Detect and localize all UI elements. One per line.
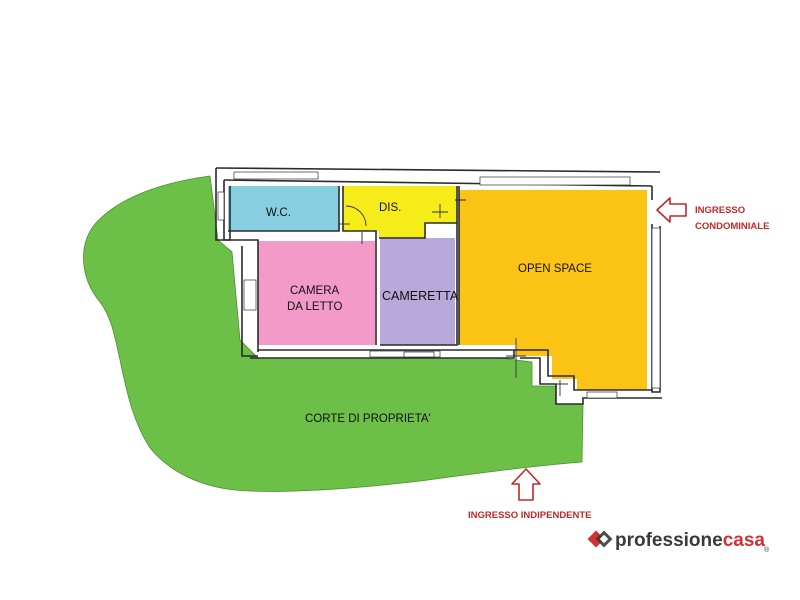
doors <box>338 204 568 396</box>
callout-ingresso-condominiale-line1: INGRESSO <box>695 205 745 216</box>
logo-text-part1: professione <box>615 530 723 551</box>
label-corte: CORTE DI PROPRIETA' <box>305 413 431 425</box>
logo-text: professionecasa <box>615 530 765 551</box>
professionecasa-logo-icon <box>587 530 613 548</box>
callout-ingresso-indipendente: INGRESSO INDIPENDENTE <box>468 510 592 521</box>
label-open-space: OPEN SPACE <box>518 263 592 275</box>
room-wc <box>228 186 339 231</box>
logo-registered-mark: ® <box>764 546 770 554</box>
logo-text-part2: casa <box>723 530 766 551</box>
windows <box>217 171 661 399</box>
arrow-left-icon <box>656 197 687 223</box>
label-cameretta: CAMERETTA <box>382 289 459 303</box>
room-cameretta <box>380 238 455 345</box>
label-dis: DIS. <box>379 202 401 214</box>
room-dis <box>343 186 457 238</box>
callout-ingresso-condominiale-line2: CONDOMINIALE <box>695 221 769 232</box>
label-camera-line2: DA LETTO <box>287 301 342 313</box>
garden-area <box>83 175 584 492</box>
label-camera-line1: CAMERA <box>290 285 340 297</box>
room-open-space <box>459 190 647 390</box>
label-wc: W.C. <box>266 207 291 219</box>
arrow-up-icon <box>511 468 541 501</box>
room-camera-da-letto <box>258 241 375 345</box>
